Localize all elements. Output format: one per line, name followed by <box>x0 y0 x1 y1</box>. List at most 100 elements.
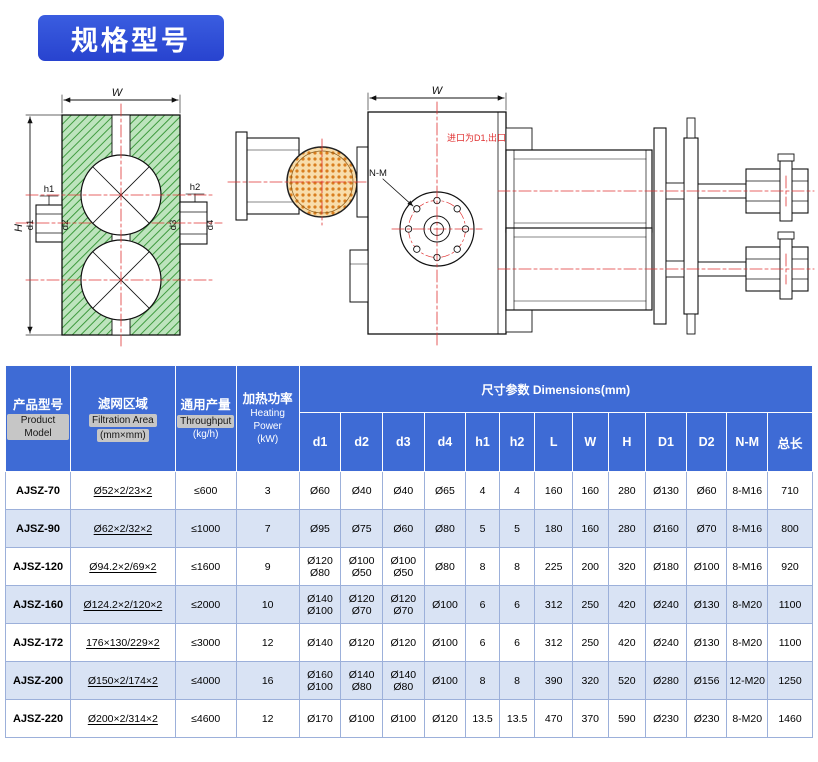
left-section-view: W H h1 <box>13 87 223 347</box>
cell-dim: 312 <box>534 623 573 662</box>
cell-dim: Ø240 <box>645 585 687 624</box>
dim-label-h-total: H <box>13 224 25 232</box>
table-row: AJSZ-160 Ø124.2×2/120×2 ≤2000 10 Ø140 Ø1… <box>4 585 813 624</box>
col-header-throughput: 通用产量 Throughput (kg/h) <box>174 365 237 472</box>
header-en2-heating: Power <box>253 421 282 432</box>
cell-model: AJSZ-220 <box>4 699 72 738</box>
cell-dim: 13.5 <box>498 699 536 738</box>
cell-dim: 1460 <box>767 699 813 738</box>
col-header-d2: d2 <box>340 412 383 472</box>
header-en-throughput: Throughput <box>177 414 235 428</box>
header-zh-throughput: 通用产量 <box>180 397 231 412</box>
cell-dim: Ø40 <box>381 471 425 510</box>
col-header-H: H <box>607 412 647 472</box>
cell-power: 3 <box>235 471 300 510</box>
header-unit-heating: (kW) <box>257 434 279 445</box>
cell-dim: Ø120 <box>340 623 383 662</box>
cell-dim: Ø40 <box>340 471 383 510</box>
cell-dim: Ø100 <box>423 661 467 700</box>
col-header-d3: d3 <box>381 412 425 472</box>
cell-dim: Ø100 <box>685 547 728 586</box>
header-zh-product-model: 产品型号 <box>13 398 64 412</box>
cell-dim: 250 <box>571 623 609 662</box>
technical-drawings: W H h1 <box>13 85 815 347</box>
table-row: AJSZ-120 Ø94.2×2/69×2 ≤1600 9 Ø120 Ø80 Ø… <box>4 547 813 586</box>
cell-dim: Ø100 <box>423 585 467 624</box>
cell-dim: 8-M20 <box>726 699 769 738</box>
cell-power: 9 <box>235 547 300 586</box>
cell-throughput: ≤4000 <box>174 661 237 700</box>
col-header-L: L <box>534 412 573 472</box>
cell-throughput: ≤1600 <box>174 547 237 586</box>
cell-dim: 8-M16 <box>726 509 769 548</box>
col-header-W: W <box>571 412 609 472</box>
cell-throughput: ≤2000 <box>174 585 237 624</box>
col-header-D1: D1 <box>645 412 687 472</box>
port-note: 进口为D1,出口为D2 <box>447 132 527 143</box>
header-zh-heating: 加热功率 <box>242 392 293 406</box>
cell-dim: 520 <box>607 661 647 700</box>
cell-dim: Ø120 <box>381 623 425 662</box>
cell-dim: 8-M20 <box>726 585 769 624</box>
cell-dim: 590 <box>607 699 647 738</box>
cell-throughput: ≤600 <box>174 471 237 510</box>
cell-dim: Ø100 Ø50 <box>381 547 425 586</box>
cell-dim: Ø140 <box>298 623 342 662</box>
cell-dim: 1100 <box>767 623 813 662</box>
dim-label-w-left: W <box>112 87 124 99</box>
cell-dim: Ø130 <box>685 623 728 662</box>
cell-dim: 13.5 <box>465 699 500 738</box>
table-row: AJSZ-220 Ø200×2/314×2 ≤4600 12 Ø170 Ø100… <box>4 699 813 738</box>
col-header-d4: d4 <box>423 412 467 472</box>
cell-dim: Ø120 Ø80 <box>298 547 342 586</box>
cell-dim: Ø95 <box>298 509 342 548</box>
nm-callout-label: N-M <box>369 168 387 179</box>
col-header-product-model: 产品型号 Product Model <box>4 365 72 472</box>
cell-dim: 920 <box>767 547 813 586</box>
centerlines-right <box>227 101 815 347</box>
cell-dim: Ø100 <box>340 699 383 738</box>
cell-dim: 370 <box>571 699 609 738</box>
cell-dim: Ø60 <box>685 471 728 510</box>
cell-dim: Ø140 Ø80 <box>340 661 383 700</box>
cell-power: 7 <box>235 509 300 548</box>
cell-dim: 280 <box>607 509 647 548</box>
cell-model: AJSZ-90 <box>4 509 72 548</box>
stud-bolt-top <box>686 117 696 139</box>
cell-dim: 420 <box>607 623 647 662</box>
cell-dim: Ø170 <box>298 699 342 738</box>
cell-dim: Ø160 <box>645 509 687 548</box>
cell-dim: Ø70 <box>685 509 728 548</box>
table-row: AJSZ-70 Ø52×2/23×2 ≤600 3 Ø60 Ø40 Ø40 Ø6… <box>4 471 813 510</box>
dim-label-h1: h1 <box>44 184 55 195</box>
cell-dim: 320 <box>607 547 647 586</box>
cell-dim: 5 <box>465 509 500 548</box>
cell-dim: Ø80 <box>423 509 467 548</box>
cell-dim: Ø60 <box>298 471 342 510</box>
cell-dim: 390 <box>534 661 573 700</box>
cell-dim: Ø80 <box>423 547 467 586</box>
col-header-d1: d1 <box>298 412 342 472</box>
cell-model: AJSZ-200 <box>4 661 72 700</box>
dim-label-h2: h2 <box>190 182 201 193</box>
cell-dim: Ø120 <box>423 699 467 738</box>
cell-dim: Ø65 <box>423 471 467 510</box>
cell-dim: 320 <box>571 661 609 700</box>
cell-dim: 800 <box>767 509 813 548</box>
table-row: AJSZ-172 176×130/229×2 ≤3000 12 Ø140 Ø12… <box>4 623 813 662</box>
cell-model: AJSZ-70 <box>4 471 72 510</box>
cell-dim: Ø120 Ø70 <box>381 585 425 624</box>
spec-table: 产品型号 Product Model 滤网区域 Filtration Area … <box>4 365 814 738</box>
cell-area: Ø62×2/32×2 <box>70 509 176 548</box>
cell-area: Ø52×2/23×2 <box>70 471 176 510</box>
dim-label-d2: d2 <box>60 220 71 231</box>
dim-label-w-right: W <box>432 85 444 97</box>
header-en1-heating: Heating <box>250 408 285 419</box>
rear-plate-1 <box>653 127 667 325</box>
stud-bolt-bottom <box>686 313 696 335</box>
cell-dim: 8 <box>465 547 500 586</box>
cell-dim: 8-M16 <box>726 471 769 510</box>
cell-dim: 312 <box>534 585 573 624</box>
cell-power: 12 <box>235 699 300 738</box>
cell-dim: 12-M20 <box>726 661 769 700</box>
